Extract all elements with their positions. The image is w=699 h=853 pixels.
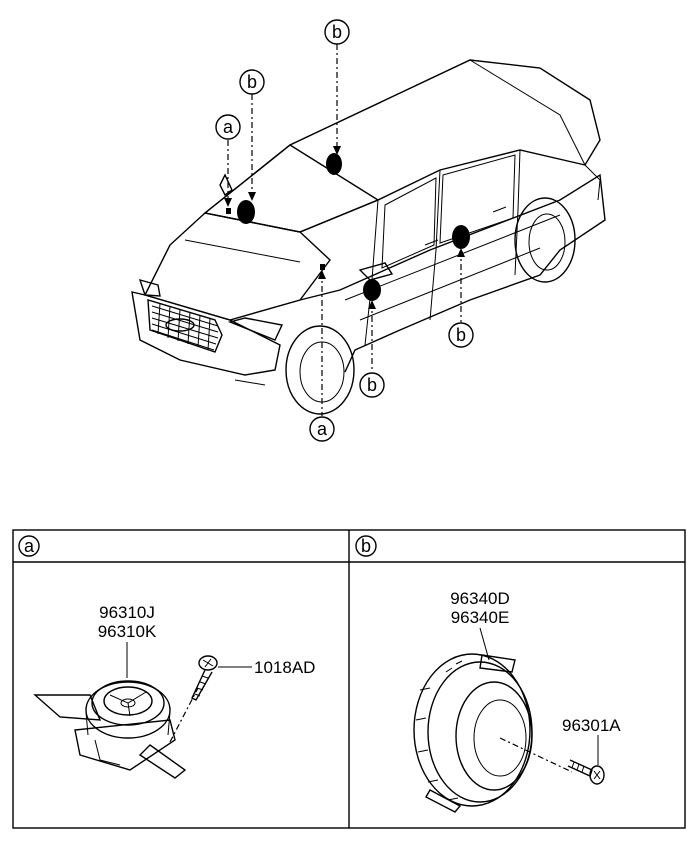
screw-1018AD	[191, 655, 218, 701]
speaker-marker-dash-left	[237, 200, 255, 224]
legend-panel-b: b 96340D 96340E 96301A	[355, 535, 621, 813]
speaker-marker-roof	[326, 153, 342, 175]
panel-a-key: a	[24, 536, 35, 556]
tweeter-marker-right	[320, 264, 325, 270]
screw-96301A	[567, 735, 605, 785]
legend-panel-a: a 96310J 96310K 1018AD	[18, 535, 315, 779]
callout-b-rear-door: b	[448, 322, 474, 348]
callout-a-top: a	[215, 114, 241, 140]
tweeter-marker-left	[226, 208, 231, 214]
part-label-96340D: 96340D	[450, 589, 510, 608]
callout-b-top: b	[324, 19, 350, 45]
speaker-marker-front-door	[363, 279, 381, 301]
panel-b-key: b	[361, 536, 371, 556]
speaker-illustration	[413, 653, 573, 813]
part-label-96310J: 96310J	[99, 603, 155, 622]
callout-b-left: b	[239, 69, 265, 95]
grille-mesh	[151, 302, 219, 351]
callout-a-bottom: a	[309, 416, 335, 442]
leader-lines	[224, 44, 465, 416]
part-label-96301A: 96301A	[562, 716, 621, 735]
callout-b-front-door-label: b	[367, 375, 377, 395]
callout-b-left-label: b	[247, 72, 257, 92]
car-illustration	[131, 59, 606, 415]
callout-a-bottom-label: a	[317, 419, 328, 439]
callout-b-rear-door-label: b	[456, 325, 466, 345]
tweeter-illustration	[33, 680, 199, 779]
part-label-96340E: 96340E	[451, 608, 510, 627]
part-label-96310K: 96310K	[98, 622, 157, 641]
legend-table	[12, 529, 686, 829]
callout-a-top-label: a	[223, 117, 234, 137]
speaker-marker-rear-door	[452, 225, 470, 249]
callout-b-front-door: b	[359, 372, 385, 398]
part-label-1018AD: 1018AD	[254, 658, 315, 677]
speaker-locations	[226, 153, 470, 301]
callout-b-top-label: b	[332, 22, 342, 42]
